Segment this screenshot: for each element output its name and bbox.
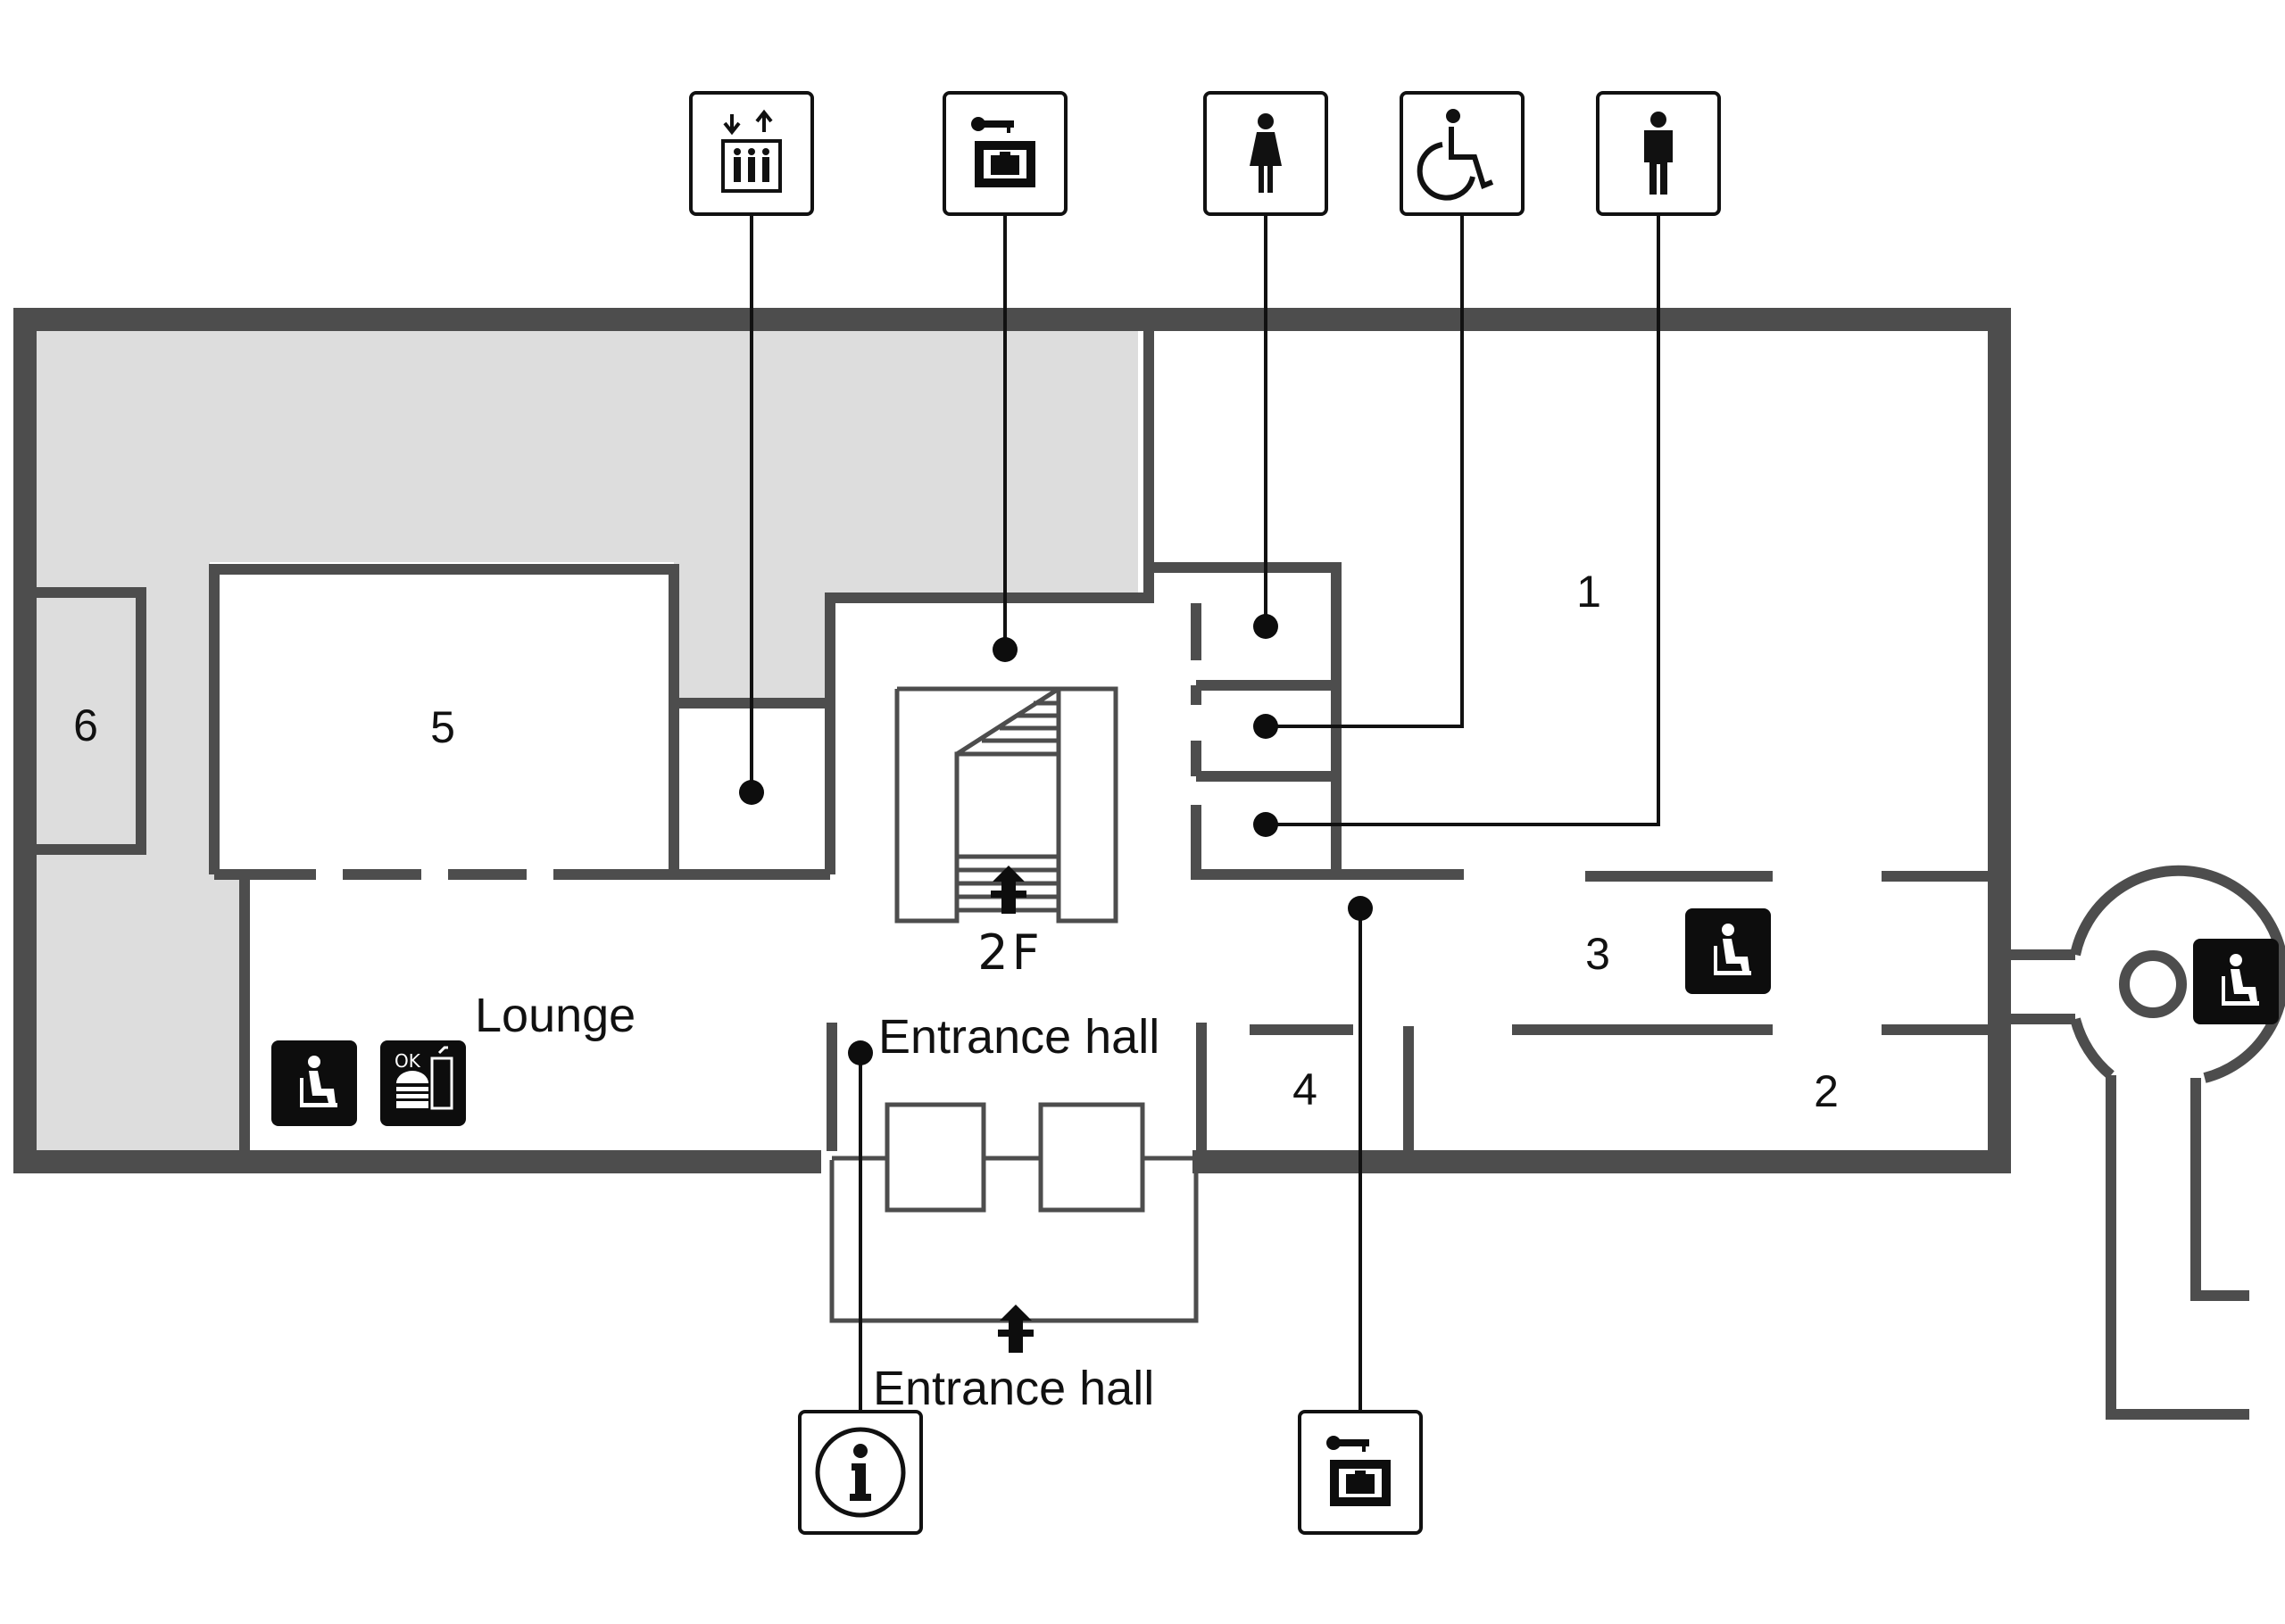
coin-locker-icon [943,91,1068,216]
rotunda-tail [2106,1075,2249,1420]
entrance-vestibule [829,1102,1199,1353]
room-label-1: 1 [1576,567,1601,617]
leader-accessible [1266,214,1464,728]
restroom-block [1149,562,1464,880]
entrance-hall-inner-label: Entrance hall [878,1010,1159,1064]
stairs-floor-label: 2F [977,924,1043,981]
dot-mens [1253,812,1278,837]
elevator-icon [689,91,814,216]
entrance-hall-outer-label: Entrance hall [873,1362,1154,1415]
dot-lockers-top [993,637,1018,662]
rotunda-ring-inner [2070,1017,2115,1080]
rotunda-connector [1992,949,2075,1024]
food-drink-ok-icon: OK [380,1040,466,1126]
seating-icon [1685,908,1771,994]
rotunda-pillar [2119,950,2187,1018]
dot-accessible [1253,714,1278,739]
room-label-4: 4 [1292,1065,1317,1114]
mens-restroom-icon [1596,91,1721,216]
room-label-3: 3 [1585,929,1610,979]
wall-grey-boundary [825,321,1154,874]
room-label-6: 6 [73,700,98,750]
dot-info [848,1040,873,1065]
lounge-label: Lounge [475,989,636,1042]
room-label-5: 5 [430,702,455,752]
leader-mens [1266,214,1660,826]
dot-elevator [739,780,764,805]
outer-wall [25,308,2011,1173]
seating-icon [271,1040,357,1126]
room-label-2: 2 [1814,1066,1839,1116]
coin-locker-icon [1298,1410,1423,1535]
seating-icon [2193,939,2279,1024]
accessible-restroom-icon [1400,91,1525,216]
rotunda-ring [2070,865,2285,1083]
staircase [894,686,1118,924]
room-6-walls [36,587,146,855]
restricted-area [27,321,1138,1151]
food-drink-ok-text: OK [395,1050,421,1072]
room-4-partitions [1250,1024,1992,1151]
dot-womens [1253,614,1278,639]
room-5-walls [209,564,679,874]
information-icon [798,1410,923,1535]
restroom-dividers [1191,603,1336,880]
entrance-hall-walls [827,1023,1207,1151]
womens-restroom-icon [1203,91,1328,216]
dot-lockers-bottom [1348,896,1373,921]
